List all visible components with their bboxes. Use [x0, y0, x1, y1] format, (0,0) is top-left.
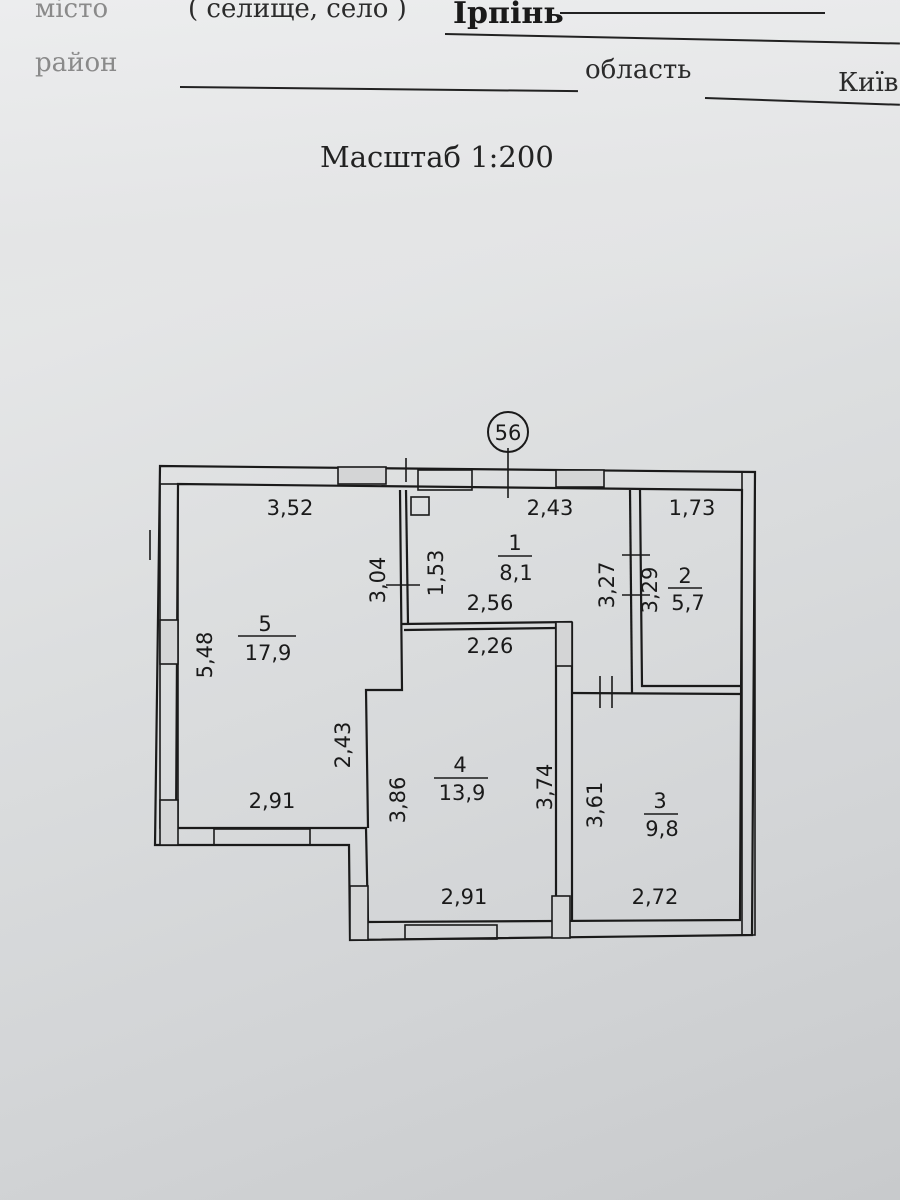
- room-5-area: 17,9: [245, 641, 292, 665]
- dim-r5-side: 5,48: [193, 632, 217, 679]
- top-underline: [560, 12, 825, 14]
- dim-r3-bottom: 2,72: [632, 885, 679, 909]
- dim-r1-left: 1,53: [424, 550, 448, 597]
- room-1-area: 8,1: [499, 561, 532, 585]
- room-3-number: 3: [653, 789, 666, 813]
- room-2-number: 2: [678, 564, 691, 588]
- dim-r1-bottom: 2,56: [467, 591, 514, 615]
- room-4-area: 13,9: [439, 781, 486, 805]
- dim-r1-top: 2,43: [527, 496, 574, 520]
- room-4-number: 4: [453, 753, 466, 777]
- region-label: область: [585, 55, 692, 85]
- settlement-label: ( селище, село ): [188, 0, 407, 24]
- district-label: район: [35, 48, 118, 78]
- wall-details: [159, 466, 756, 941]
- outer-walls: [153, 464, 757, 942]
- dim-r2-top: 1,73: [669, 496, 716, 520]
- room-1-number: 1: [508, 531, 521, 555]
- room-5-number: 5: [258, 612, 271, 636]
- building-number-circle: [487, 411, 529, 453]
- dim-r4-left: 3,86: [386, 777, 410, 824]
- city-label: місто: [35, 0, 109, 24]
- room-3-area: 9,8: [645, 817, 678, 841]
- dim-r5-inner: 2,43: [331, 722, 355, 769]
- dim-r5-notch: 3,04: [366, 557, 390, 604]
- dim-r4-right: 3,74: [533, 764, 557, 811]
- document-sheet: [0, 0, 900, 330]
- region-value: Київ: [838, 68, 899, 98]
- dimension-ticks: [149, 448, 650, 708]
- dim-r1-right: 3,27: [595, 562, 619, 609]
- dim-r4-top: 2,26: [467, 634, 514, 658]
- room-2-area: 5,7: [671, 591, 704, 615]
- building-number: 56: [495, 421, 522, 445]
- dim-r2-side: 3,29: [638, 567, 662, 614]
- settlement-value: Ірпінь: [453, 0, 564, 31]
- dim-r3-side: 3,61: [583, 782, 607, 829]
- scale-label: Масштаб 1:200: [320, 140, 554, 174]
- dim-r4-bottom: 2,91: [441, 885, 488, 909]
- dim-r5-bottom: 2,91: [249, 789, 296, 813]
- dim-r5-top: 3,52: [267, 496, 314, 520]
